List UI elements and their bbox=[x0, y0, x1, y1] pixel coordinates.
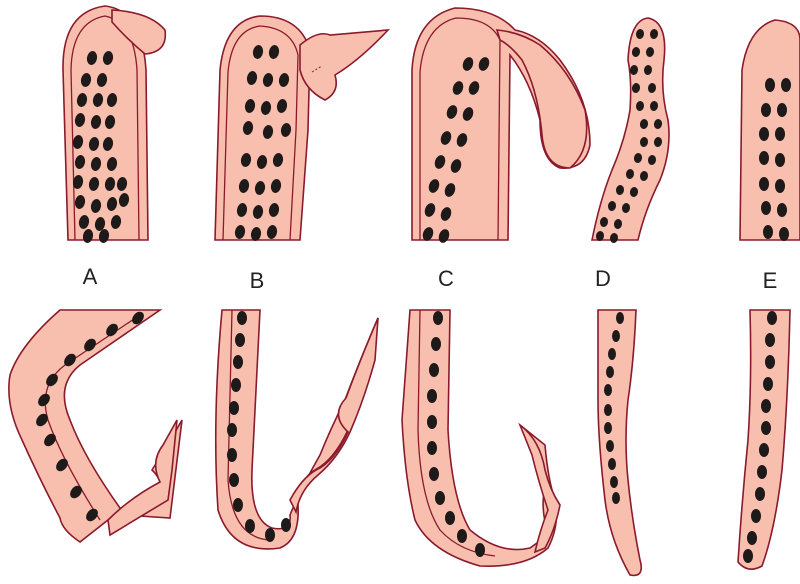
spot bbox=[761, 399, 771, 413]
spot bbox=[431, 337, 441, 351]
spot bbox=[765, 355, 775, 369]
spot bbox=[612, 330, 620, 342]
spot bbox=[235, 333, 245, 347]
spot bbox=[233, 498, 243, 512]
spot bbox=[616, 312, 624, 324]
spot bbox=[763, 225, 773, 239]
spot bbox=[427, 389, 437, 403]
spot bbox=[747, 531, 757, 545]
spot bbox=[427, 415, 437, 429]
spot bbox=[429, 467, 439, 481]
spot bbox=[281, 518, 291, 532]
spot bbox=[445, 511, 455, 525]
panel-d-bottom bbox=[598, 310, 641, 575]
spot bbox=[606, 366, 614, 378]
spot bbox=[751, 509, 761, 523]
spot bbox=[761, 201, 771, 215]
spot bbox=[604, 422, 612, 434]
spot bbox=[229, 473, 239, 487]
panel-b-top bbox=[215, 16, 388, 242]
spot bbox=[767, 311, 777, 325]
spot bbox=[233, 355, 243, 369]
spot bbox=[265, 528, 275, 542]
spot bbox=[761, 421, 771, 435]
panel-label-b: B bbox=[250, 268, 265, 294]
spot bbox=[755, 487, 765, 501]
spot bbox=[231, 378, 241, 392]
panel-label-d: D bbox=[595, 266, 611, 292]
panel-label-a: A bbox=[83, 264, 98, 290]
spot bbox=[237, 311, 247, 325]
spot bbox=[765, 78, 775, 92]
spot bbox=[757, 465, 767, 479]
panel-label-e: E bbox=[763, 268, 778, 294]
spot bbox=[743, 549, 753, 563]
spot bbox=[608, 458, 616, 470]
spot bbox=[245, 519, 255, 533]
spot bbox=[763, 377, 773, 391]
spot bbox=[775, 127, 785, 141]
panel-e-top bbox=[740, 20, 800, 241]
spot bbox=[612, 492, 620, 504]
spot bbox=[759, 127, 769, 141]
spot bbox=[433, 311, 443, 325]
spot bbox=[604, 384, 612, 396]
spot bbox=[775, 153, 785, 167]
spot bbox=[610, 476, 618, 488]
spot bbox=[435, 491, 445, 505]
spot bbox=[777, 203, 787, 217]
panel-a-bottom bbox=[9, 309, 182, 542]
panel-d-top bbox=[592, 18, 669, 244]
panel-c-top bbox=[412, 8, 590, 244]
spot bbox=[227, 423, 237, 437]
panel-a-top bbox=[63, 6, 165, 244]
spot bbox=[229, 401, 239, 415]
panel-b-bottom bbox=[216, 310, 378, 549]
spot bbox=[777, 103, 787, 117]
spot bbox=[606, 440, 614, 452]
spot bbox=[429, 363, 439, 377]
spot bbox=[781, 78, 791, 92]
spot bbox=[761, 103, 771, 117]
spot bbox=[759, 177, 769, 191]
spot bbox=[775, 179, 785, 193]
spot bbox=[457, 529, 467, 543]
spot bbox=[608, 348, 616, 360]
spot bbox=[759, 443, 769, 457]
spot bbox=[427, 441, 437, 455]
spot bbox=[779, 227, 789, 241]
spot bbox=[227, 448, 237, 462]
spot bbox=[604, 404, 612, 416]
spot bbox=[475, 543, 485, 557]
panel-c-bottom bbox=[402, 310, 560, 566]
panel-label-c: C bbox=[438, 266, 454, 292]
spot bbox=[765, 333, 775, 347]
panel-e-bottom bbox=[738, 310, 790, 569]
spot bbox=[759, 151, 769, 165]
